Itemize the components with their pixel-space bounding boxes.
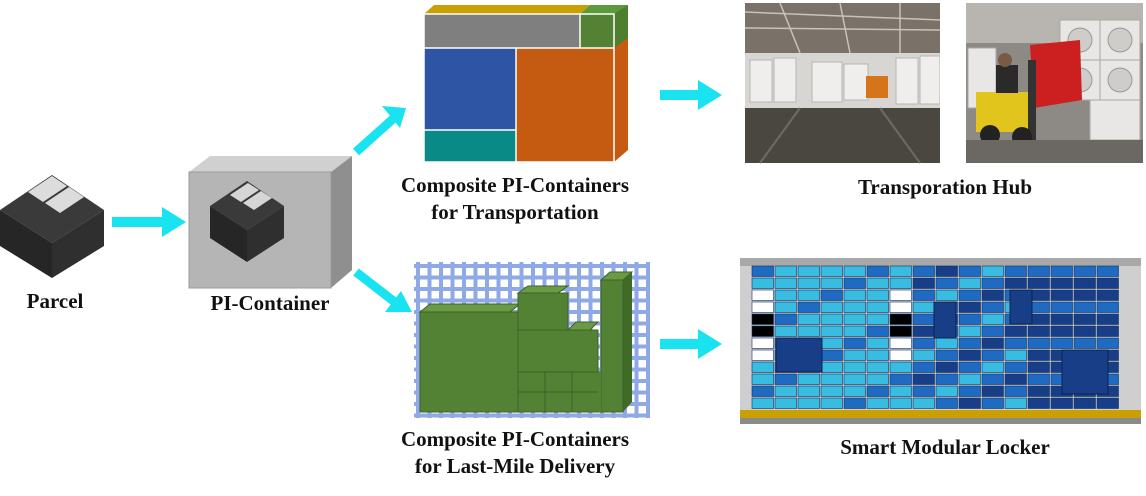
transport-composite-label-2: for Transportation xyxy=(431,200,599,224)
arrow-to-locker-icon xyxy=(660,329,722,359)
hub-label: Transporation Hub xyxy=(857,175,1033,199)
lastmile-composite-label-2: for Last-Mile Delivery xyxy=(414,454,616,478)
stacked-container-cube-icon xyxy=(423,5,628,163)
grid-container-stack-icon xyxy=(414,262,650,418)
pi-container-label: PI-Container xyxy=(210,291,330,315)
locker-label: Smart Modular Locker xyxy=(840,435,1050,459)
modular-locker-icon xyxy=(740,258,1141,424)
warehouse-forklift-photo xyxy=(744,2,1143,164)
parcel-box-icon xyxy=(0,175,104,278)
arrow-to-hub-icon xyxy=(660,80,722,110)
lastmile-composite-label-1: Composite PI-Containers xyxy=(400,427,630,451)
arrow-to-transport-composite-icon xyxy=(352,106,406,156)
arrow-parcel-to-container-icon xyxy=(112,207,186,237)
arrow-to-lastmile-composite-icon xyxy=(353,268,412,312)
parcel-label: Parcel xyxy=(26,289,84,313)
pi-container-cube-icon xyxy=(188,156,352,289)
transport-composite-label-1: Composite PI-Containers xyxy=(400,173,630,197)
